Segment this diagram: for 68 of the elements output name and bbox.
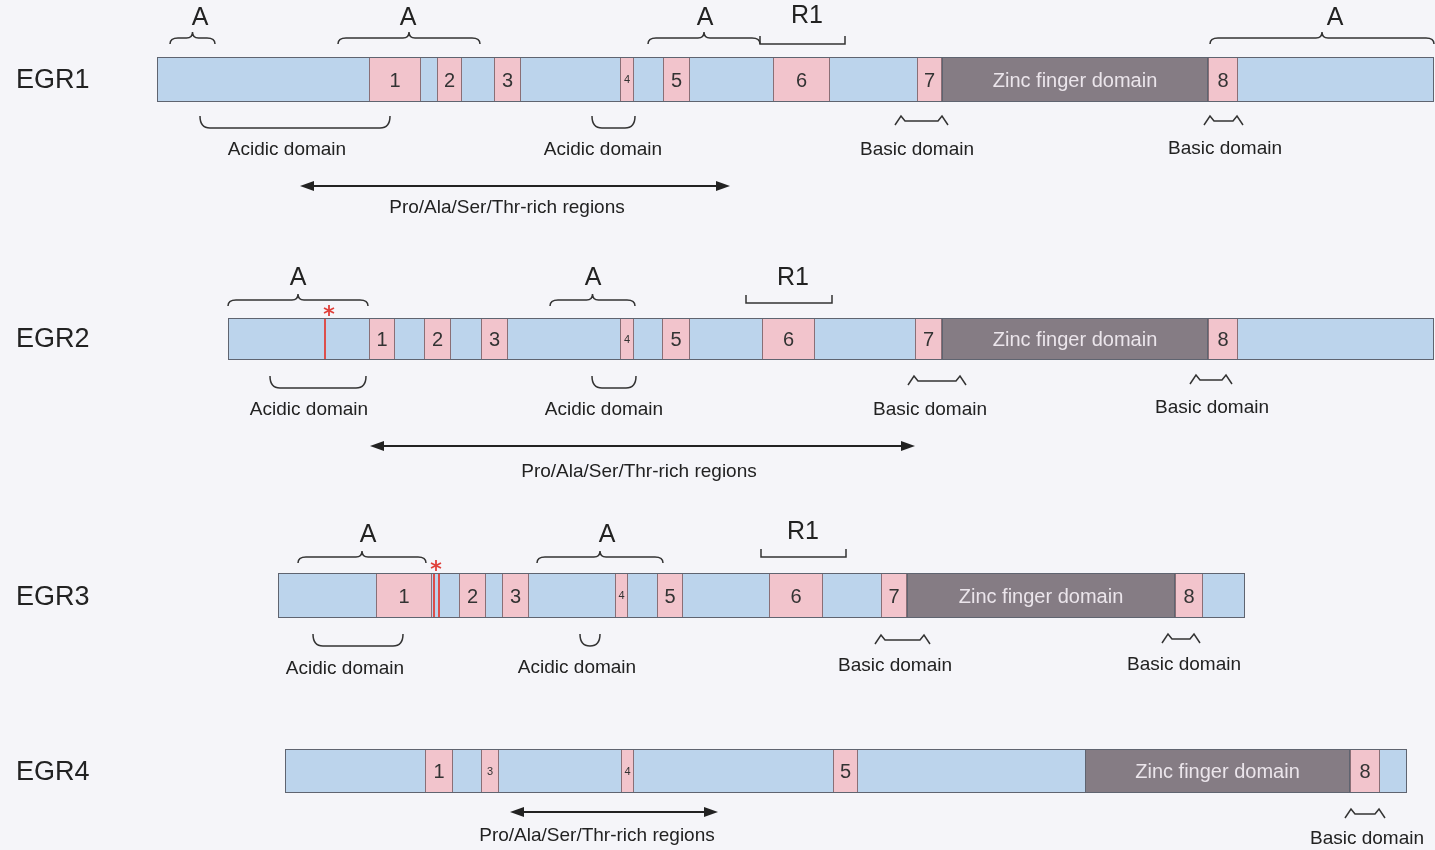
exon-box: 7 [917,58,942,101]
domain-label: Basic domain [1154,395,1270,419]
region-letter: A [289,264,307,289]
domain-label: Acidic domain [285,656,405,680]
domain-label: Basic domain [872,397,988,421]
region-letter: A [399,4,417,29]
region-letter: A [696,4,714,29]
protein-bar [228,318,1434,360]
exon-box: 4 [620,319,634,359]
domain-label: Pro/Ala/Ser/Thr-rich regions [521,459,757,483]
region-letter: A [584,264,602,289]
protein-bar [157,57,1434,102]
exon-box: 3 [502,574,529,617]
protein-name: EGR2 [16,325,90,352]
exon-box: 3 [481,750,499,792]
exon-box: 1 [376,574,432,617]
exon-box: 5 [663,58,690,101]
exon-box: 8 [1350,750,1380,792]
zinc-finger-domain: Zinc finger domain [907,574,1175,617]
protein-name: EGR3 [16,583,90,610]
zinc-finger-domain: Zinc finger domain [1085,750,1350,792]
exon-box: 2 [424,319,451,359]
exon-box: 8 [1175,574,1203,617]
exon-box: 4 [620,58,634,101]
region-letter: R1 [777,264,809,289]
domain-label: Pro/Ala/Ser/Thr-rich regions [389,195,625,219]
exon-box: 2 [459,574,486,617]
domain-label: Basic domain [1126,652,1242,676]
region-letter: A [359,521,377,546]
exon-box: 5 [657,574,683,617]
exon-box: 8 [1208,319,1238,359]
zinc-finger-domain: Zinc finger domain [942,58,1208,101]
exon-box: 5 [833,750,858,792]
region-letter: R1 [787,518,819,543]
domain-label: Basic domain [1167,136,1283,160]
protein-name: EGR1 [16,66,90,93]
domain-label: Acidic domain [517,655,637,679]
exon-box: 8 [1208,58,1238,101]
exon-box: 1 [369,319,395,359]
protein-name: EGR4 [16,758,90,785]
exon-box: 4 [621,750,634,792]
region-letter: A [598,521,616,546]
exon-box: 6 [769,574,823,617]
region-letter: A [1326,4,1344,29]
zinc-finger-domain: Zinc finger domain [942,319,1208,359]
region-letter: R1 [791,2,823,27]
domain-label: Acidic domain [249,397,369,421]
exon-box: 1 [369,58,421,101]
exon-box: 7 [881,574,907,617]
exon-box: 6 [773,58,830,101]
exon-box: 7 [915,319,942,359]
domain-label: Acidic domain [227,137,347,161]
domain-label: Basic domain [859,137,975,161]
exon-box: 3 [494,58,521,101]
exon-box: 2 [437,58,462,101]
protein-bar [285,749,1407,793]
exon-box: 4 [615,574,628,617]
domain-label: Acidic domain [543,137,663,161]
domain-label: Pro/Ala/Ser/Thr-rich regions [479,823,715,847]
exon-box: 5 [662,319,690,359]
domain-label: Basic domain [1309,826,1425,850]
exon-box: 6 [762,319,815,359]
domain-label: Basic domain [837,653,953,677]
protein-bar [278,573,1245,618]
exon-box: 3 [481,319,508,359]
exon-box: 1 [425,750,453,792]
domain-label: Acidic domain [544,397,664,421]
region-letter: A [191,4,209,29]
